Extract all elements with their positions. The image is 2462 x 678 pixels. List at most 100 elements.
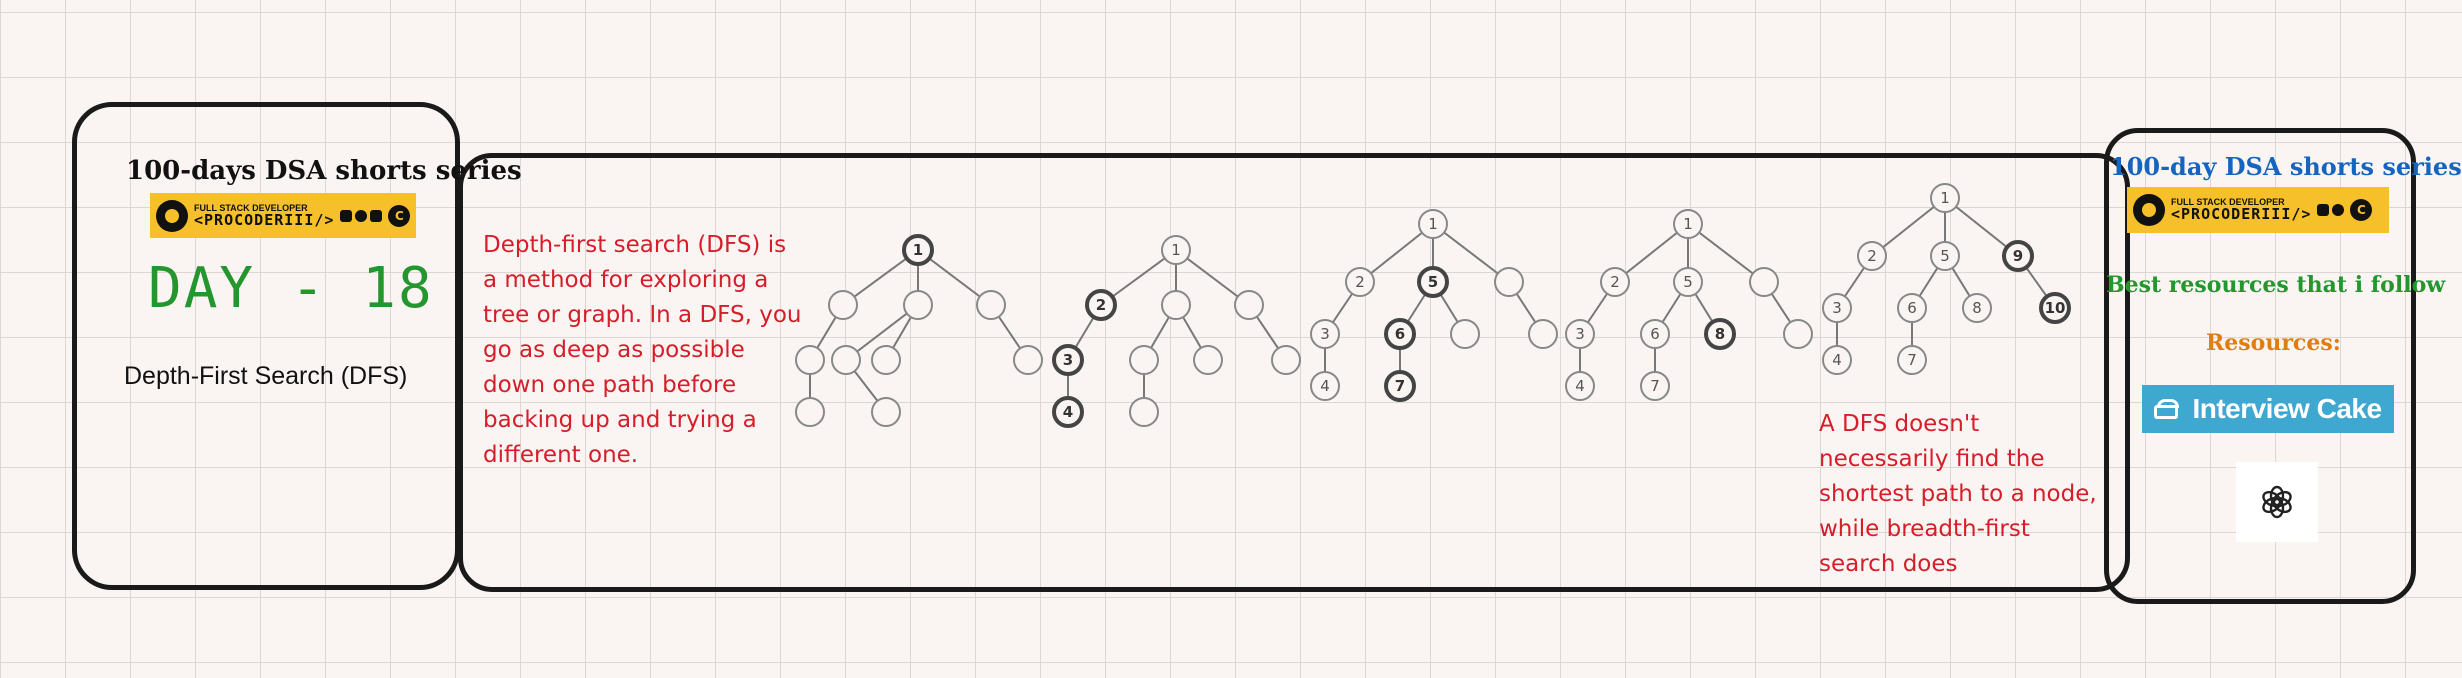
tree-node	[1085, 289, 1117, 321]
tree-node-label: 7	[1650, 377, 1660, 395]
c-language-icon: C	[2350, 199, 2373, 221]
day-label: DAY - 18	[148, 256, 434, 321]
social-icons	[340, 209, 383, 222]
tree-node	[1640, 319, 1670, 349]
tree-node-label: 6	[1395, 325, 1405, 343]
tree-node-label: 4	[1063, 403, 1073, 421]
tree-node	[903, 290, 933, 320]
tree-node	[2039, 292, 2071, 324]
instagram-icon	[2317, 204, 2330, 216]
discord-icon	[370, 209, 383, 222]
tree-node	[1161, 290, 1191, 320]
dfs-tree: 1	[795, 234, 1043, 427]
tree-node	[1418, 209, 1448, 239]
tree-node	[1271, 345, 1301, 375]
tree-edge	[1614, 223, 1689, 283]
tree-node	[1565, 319, 1595, 349]
tree-node-label: 1	[913, 241, 923, 259]
tree-node	[1310, 371, 1340, 401]
cake-icon	[2154, 397, 2180, 421]
series-title: 100-days DSA shorts series	[126, 156, 522, 186]
series-title-right: 100-day DSA shorts series	[2110, 152, 2462, 181]
dfs-description: Depth-first search (DFS) is a method for…	[483, 232, 802, 468]
tree-edge	[1432, 223, 1510, 283]
tree-node	[1052, 396, 1084, 428]
tree-node-label: 10	[2045, 299, 2066, 317]
tree-node	[1704, 318, 1736, 350]
tree-node	[1565, 371, 1595, 401]
resources-card	[2104, 128, 2416, 604]
tree-node-label: 6	[1907, 299, 1917, 317]
tree-node	[1384, 318, 1416, 350]
tree-node	[1528, 319, 1558, 349]
openai-logo-icon	[2262, 485, 2292, 519]
tree-node-label: 2	[1355, 273, 1365, 291]
tree-node	[1640, 371, 1670, 401]
banner-tag: FULL STACK DEVELOPER	[194, 202, 308, 213]
dfs-note: A DFS doesn't necessarily find the short…	[1819, 411, 2097, 577]
interview-cake-link[interactable]: Interview Cake	[2142, 385, 2394, 433]
tree-node-label: 1	[1683, 215, 1693, 233]
tree-node-label: 1	[1428, 215, 1438, 233]
tree-node-label: 7	[1907, 351, 1917, 369]
tree-node-label: 4	[1832, 351, 1842, 369]
tree-node-label: 3	[1832, 299, 1842, 317]
tree-node-label: 5	[1940, 247, 1950, 265]
tree-node	[1673, 209, 1703, 239]
tree-node	[871, 345, 901, 375]
intro-card	[72, 102, 460, 590]
tree-node	[1897, 293, 1927, 323]
telegram-icon	[355, 209, 368, 222]
tree-node	[1857, 241, 1887, 271]
tree-edge	[1687, 223, 1765, 283]
tree-node	[1822, 293, 1852, 323]
tree-node-label: 2	[1610, 273, 1620, 291]
chatgpt-link[interactable]	[2236, 462, 2318, 542]
tree-node-label: 5	[1428, 273, 1438, 291]
tree-node	[1494, 267, 1524, 297]
tree-node	[828, 290, 858, 320]
resources-heading: Resources:	[2206, 330, 2341, 356]
banner-name: <PROCODERIII/>	[194, 210, 335, 229]
tree-node	[1129, 345, 1159, 375]
tree-node	[1930, 183, 1960, 213]
tree-node-label: 2	[1096, 296, 1106, 314]
tree-node-label: 3	[1063, 351, 1073, 369]
tree-node	[1129, 397, 1159, 427]
tree-node-label: 2	[1867, 247, 1877, 265]
topic-label: Depth-First Search (DFS)	[124, 362, 408, 390]
channel-logo-icon	[156, 199, 188, 232]
procoder-banner-right: FULL STACK DEVELOPER <PROCODERIII/> C	[2127, 187, 2389, 233]
telegram-icon	[2332, 204, 2345, 216]
tree-node	[1013, 345, 1043, 375]
tree-node	[1310, 319, 1340, 349]
c-language-icon: C	[388, 204, 411, 227]
tree-node	[795, 397, 825, 427]
tree-node	[795, 345, 825, 375]
tree-node-label: 1	[1940, 189, 1950, 207]
tree-edge	[1175, 249, 1250, 306]
procoder-banner: FULL STACK DEVELOPER <PROCODERIII/> C	[150, 193, 416, 238]
explanation-panel	[458, 153, 2130, 592]
tree-node-label: 8	[1972, 299, 1982, 317]
tree-node-label: 6	[1650, 325, 1660, 343]
tree-node	[831, 345, 861, 375]
tree-node-label: 1	[1171, 241, 1181, 259]
tree-node	[1962, 293, 1992, 323]
interview-cake-label: Interview Cake	[2192, 393, 2382, 424]
banner-name: <PROCODERIII/>	[2171, 205, 2312, 223]
tree-node	[902, 234, 934, 266]
tree-node	[1673, 267, 1703, 297]
tree-node	[1822, 345, 1852, 375]
dfs-tree: 1 2 3 4	[1052, 235, 1301, 428]
tree-node	[1384, 370, 1416, 402]
tree-node	[1749, 267, 1779, 297]
tree-edge	[1871, 197, 1946, 257]
channel-logo-icon	[2133, 194, 2165, 226]
tree-node-label: 5	[1683, 273, 1693, 291]
tree-node	[1450, 319, 1480, 349]
tree-edge	[845, 304, 919, 361]
